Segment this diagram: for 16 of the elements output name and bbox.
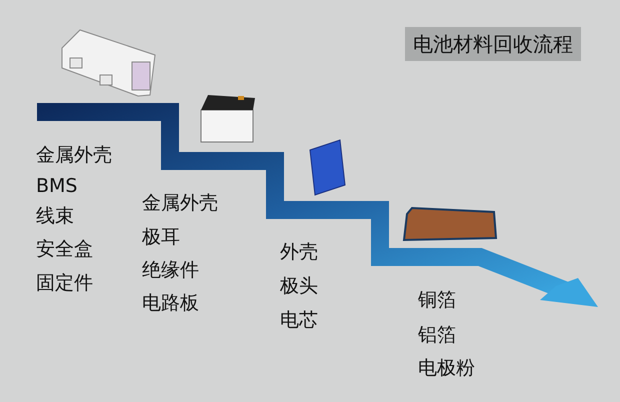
component-label: 固定件: [36, 271, 93, 295]
component-label: 电芯: [280, 308, 318, 332]
component-label: 铜箔: [418, 288, 456, 312]
component-label: 电极粉: [418, 356, 475, 380]
component-label: 金属外壳: [36, 143, 112, 167]
title: 电池材料回收流程: [405, 27, 581, 61]
component-label: 外壳: [280, 240, 318, 264]
component-label: 极耳: [142, 225, 180, 249]
component-label: 极头: [280, 274, 318, 298]
component-label: BMS: [36, 174, 78, 198]
component-label: 线束: [36, 204, 74, 228]
component-label: 绝缘件: [142, 258, 199, 282]
component-label: 金属外壳: [142, 191, 218, 215]
component-label: 电路板: [142, 291, 199, 315]
component-label: 铝箔: [418, 323, 456, 347]
component-label: 安全盒: [36, 237, 93, 261]
